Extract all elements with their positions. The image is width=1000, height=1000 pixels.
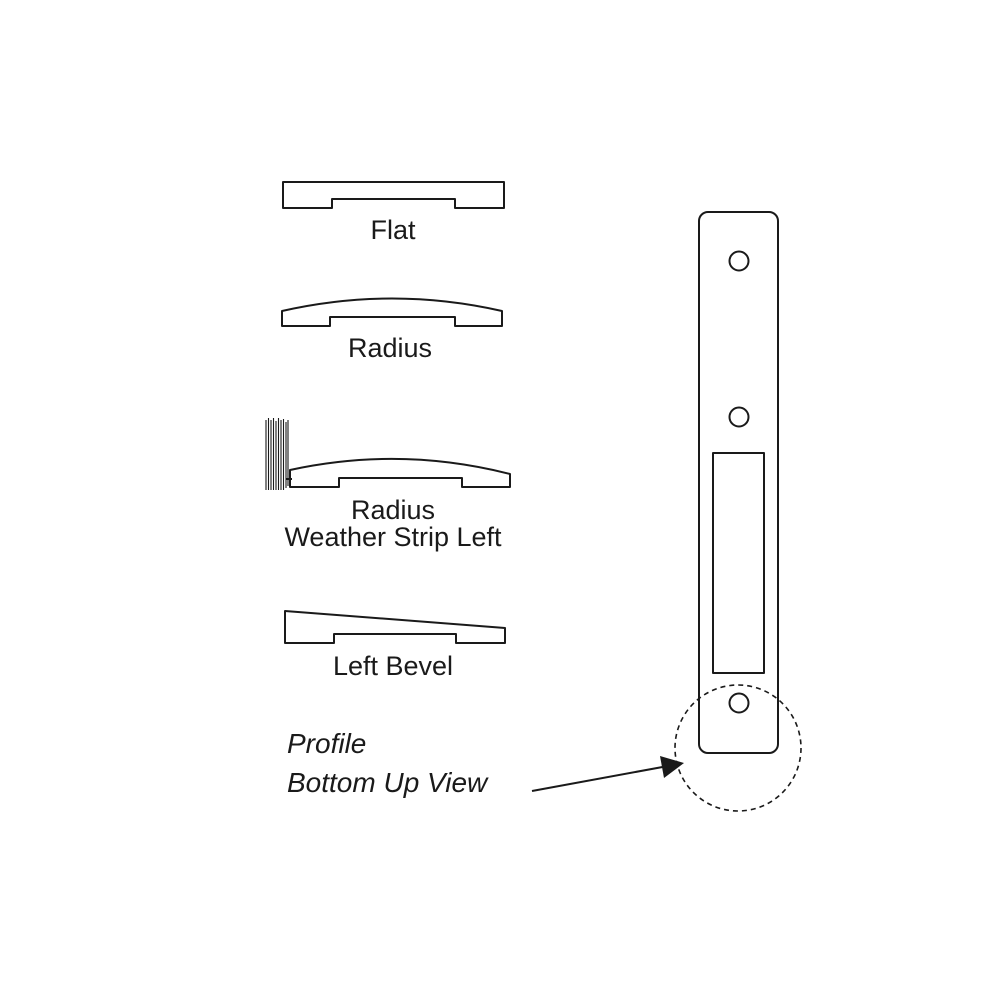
bottom-screw-hole [728,692,750,714]
weather-strip-brush-icon [265,418,289,490]
detail-callout-circle [674,684,802,812]
left-bevel-label: Left Bevel [332,651,454,681]
middle-screw-hole [728,406,750,428]
radius-label: Radius [347,333,433,363]
strike-opening [712,452,765,674]
callout-arrow-line [531,765,669,792]
radius-weather-strip-profile-shape [289,457,511,488]
callout-label-line2: Bottom Up View [287,767,488,798]
top-screw-hole [728,250,750,272]
flat-label: Flat [370,215,416,245]
flat-profile-shape [282,181,505,209]
callout-arrowhead-icon [660,756,684,778]
weather-strip-label-line2: Weather Strip Left [284,522,502,552]
left-bevel-profile-shape [284,610,506,644]
strike-plate-body [698,211,779,754]
weather-strip-label-line1: Radius [350,495,436,525]
radius-profile-shape [281,297,503,327]
callout-label-line1: Profile [287,728,367,759]
